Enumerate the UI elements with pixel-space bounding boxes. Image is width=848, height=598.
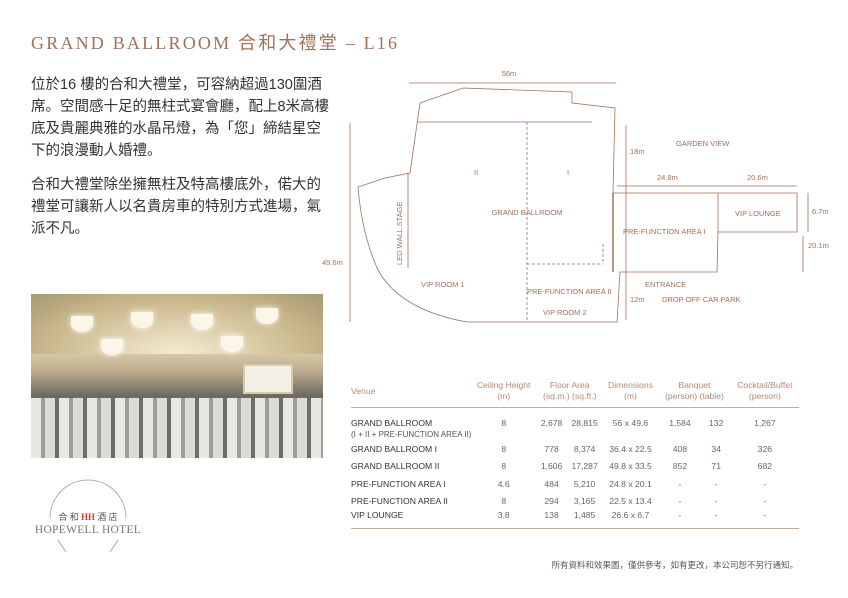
dropoff-label: DROP OFF CAR PARK — [662, 295, 740, 304]
cell-person: 1,584 — [669, 418, 691, 428]
room-i-label: I — [567, 168, 569, 177]
header-dimensions: Dimensions(m) — [602, 380, 659, 408]
prefunction-1-label: PRE-FUNCTION AREA I — [623, 227, 706, 236]
intro-text: 位於16 樓的合和大禮堂，可容納超過130圍酒席。空間感十足的無柱式宴會廳，配上… — [31, 74, 331, 252]
led-stage-label: LED WALL STAGE — [395, 202, 404, 266]
cell-person: - — [658, 510, 702, 529]
cell-cocktail: 326 — [757, 443, 773, 454]
cell-venue: PRE-FUNCTION AREA II — [351, 496, 448, 507]
cell-venue: GRAND BALLROOM I — [351, 443, 437, 454]
cell-sqm: 294 — [544, 496, 559, 507]
cell-person: 408 — [672, 443, 688, 454]
cell-ceiling: 8 — [501, 443, 507, 454]
venue-capacity-table: Venue Ceiling Height(m) Floor Area(sq.m.… — [351, 380, 799, 529]
dim-201: 20.1m — [808, 241, 829, 250]
ballroom-label: GRAND BALLROOM — [492, 208, 563, 217]
cell-dim: 49.8 x 33.5 — [609, 461, 652, 472]
cell-ceiling: 4.6 — [497, 478, 510, 489]
cell-sqm: 484 — [544, 478, 559, 489]
garden-view-label: GARDEN VIEW — [676, 139, 730, 148]
cell-sqft: 17,287 — [571, 461, 598, 472]
dim-width: 56m — [502, 69, 517, 78]
cell-sqft: 8,374 — [573, 443, 596, 454]
table-row: GRAND BALLROOM 8 2,678 28,815 56 x 49.6 1,584… — [351, 408, 799, 428]
vip-room-2-label: VIP ROOM 2 — [543, 308, 587, 317]
cell-table: 132 — [709, 418, 724, 428]
disclaimer: 所有資料和效果圖，僅供參考，如有更改，本公司恕不另行通知。 — [551, 560, 798, 570]
hopewell-hotel-logo: 合 和 HH 酒 店 HOPEWELL HOTEL — [28, 478, 148, 558]
cell-venue: PRE-FUNCTION AREA I — [351, 478, 446, 489]
header-venue: Venue — [351, 380, 471, 408]
dim-248: 24.8m — [657, 173, 678, 182]
table-row: GRAND BALLROOM II 8 1,606 17,287 49.8 x 33.5… — [351, 458, 799, 476]
cell-dim: 56 x 49.6 — [612, 418, 649, 428]
header-ceiling: Ceiling Height(m) — [470, 380, 537, 408]
room-ii-label: II — [474, 168, 478, 177]
cell-person: - — [678, 478, 682, 489]
page-title: GRAND BALLROOM 合和大禮堂 – L16 — [31, 33, 400, 53]
table-row: PRE-FUNCTION AREA I 4.6 484 5,210 24.8 x 20.… — [351, 475, 799, 493]
cell-table: - — [714, 496, 718, 507]
cell-ceiling: 8 — [501, 461, 507, 472]
entrance-label: ENTRANCE — [645, 280, 686, 289]
cell-sqft: 28,815 — [571, 418, 598, 428]
cell-dim: 22.5 x 13.4 — [609, 496, 652, 507]
cell-cocktail: - — [763, 496, 767, 507]
cell-sqm: 138 — [536, 510, 567, 529]
table-row: PRE-FUNCTION AREA II 8 294 3,165 22.5 x 13.4… — [351, 493, 799, 511]
prefunction-2-label: PRE-FUNCTION AREA II — [527, 287, 612, 296]
cell-dim: 26.6 x 6.7 — [602, 510, 659, 529]
dim-206: 20.6m — [747, 173, 768, 182]
cell-cocktail: - — [730, 510, 799, 529]
cell-sqft: 1,485 — [566, 510, 603, 529]
vip-room-1-label: VIP ROOM 1 — [421, 280, 465, 289]
dim-67: 6.7m — [812, 207, 829, 216]
table-row: GRAND BALLROOM I 8 778 8,374 36.4 x 22.5 408 3… — [351, 440, 799, 458]
cell-ceiling: 3.8 — [470, 510, 537, 529]
cell-ceiling: 8 — [501, 418, 507, 428]
cell-sqft: 3,165 — [573, 496, 596, 507]
cell-cocktail: - — [763, 478, 767, 489]
cell-person: 852 — [672, 461, 688, 472]
vip-lounge-label: VIP LOUNGE — [735, 209, 781, 218]
cell-ceiling: 8 — [501, 496, 507, 507]
cell-person: - — [678, 496, 682, 507]
intro-paragraph-2: 合和大禮堂除坐擁無柱及特高樓底外，偌大的禮堂可讓新人以名貴房車的特別方式進場，氣… — [31, 177, 321, 237]
header-cocktail: Cocktail/Buffet(person) — [730, 380, 799, 408]
cell-table: - — [714, 478, 718, 489]
cell-dim: 36.4 x 22.5 — [609, 443, 652, 454]
cell-cocktail: 1,267 — [754, 418, 776, 428]
cell-sqm: 778 — [544, 443, 559, 454]
intro-paragraph-1: 位於16 樓的合和大禮堂，可容納超過130圍酒席。空間感十足的無柱式宴會廳，配上… — [31, 77, 330, 159]
dim-18: 18m — [630, 147, 645, 156]
cell-table: 34 — [711, 443, 721, 454]
ballroom-photo — [31, 294, 323, 458]
cell-table: 71 — [711, 461, 721, 472]
cell-cocktail: 682 — [757, 461, 773, 472]
dim-12: 12m — [630, 295, 645, 304]
cell-venue: GRAND BALLROOM II — [351, 461, 440, 472]
floor-plan: 56m 49.6m 18m 24.8m 20.6m 6.7m 20.1m 12m… — [322, 69, 829, 323]
cell-sqft: 5,210 — [573, 478, 596, 489]
cell-venue: VIP LOUNGE — [351, 510, 471, 529]
cell-venue: GRAND BALLROOM — [351, 418, 433, 428]
header-banquet: Banquet(person) (table) — [658, 380, 731, 408]
cell-table: - — [701, 510, 731, 529]
cell-sqm: 1,606 — [540, 461, 563, 472]
header-floor-area: Floor Area(sq.m.) (sq.ft.) — [536, 380, 603, 408]
cell-sqm: 2,678 — [540, 418, 563, 428]
cell-dim: 24.8 x 20.1 — [609, 478, 652, 489]
cell-venue-sub: (I + II + PRE-FUNCTION AREA II) — [351, 429, 472, 439]
dim-height: 49.6m — [322, 258, 343, 267]
table-row-subtitle: (I + II + PRE-FUNCTION AREA II) — [351, 428, 799, 440]
